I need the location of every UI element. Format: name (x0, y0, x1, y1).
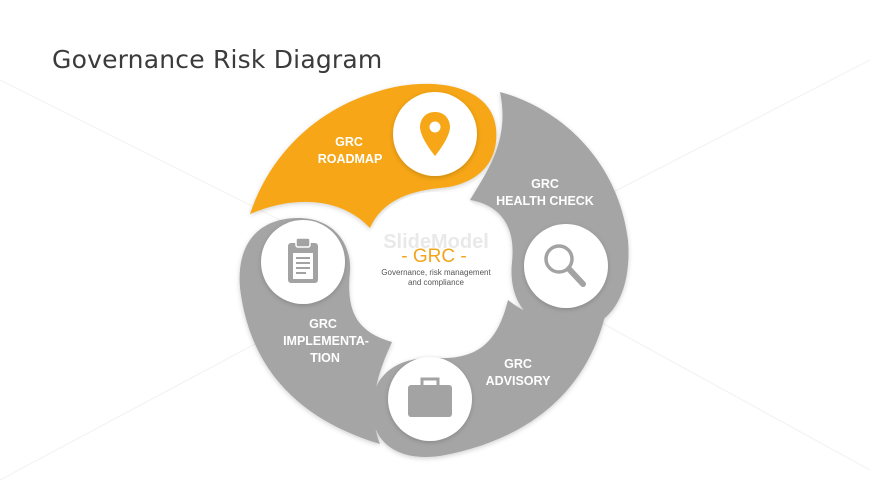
roadmap-label-line2: ROADMAP (318, 152, 383, 166)
center-subtitle-line2: and compliance (408, 278, 465, 287)
advisory-label-line1: GRC (504, 357, 532, 371)
advisory-label-line2: ADVISORY (486, 374, 551, 388)
implementation-label-line3: TION (310, 351, 340, 365)
center-circle (364, 192, 504, 332)
implementation-label-line2: IMPLEMENTA- (283, 334, 369, 348)
watermark: SlideModel (383, 231, 489, 253)
map-pin-icon (420, 112, 450, 156)
clipboard-icon (288, 237, 318, 283)
health-check-label-line2: HEALTH CHECK (496, 194, 594, 208)
icon-circle-health-check (524, 224, 608, 308)
magnifier-icon (544, 244, 586, 287)
roadmap-label-line1: GRC (335, 135, 363, 149)
implementation-label-line1: GRC (309, 317, 337, 331)
center-subtitle-line1: Governance, risk management (381, 268, 491, 277)
briefcase-icon (408, 377, 452, 417)
center-title: - GRC - (401, 246, 466, 267)
health-check-label-line1: GRC (531, 177, 559, 191)
page-title: Governance Risk Diagram (52, 44, 383, 74)
